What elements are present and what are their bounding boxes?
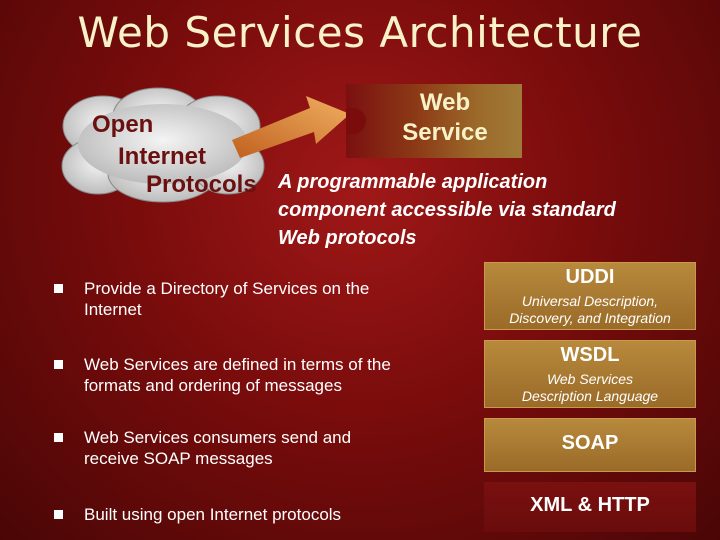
stack-sublabel: Description Language <box>521 388 659 404</box>
bullet-line: Web Services consumers send and <box>84 428 352 447</box>
cloud-label-internet: Internet <box>118 143 207 170</box>
cloud-shape <box>61 87 265 203</box>
definition-line2: component accessible via standard <box>278 199 616 221</box>
bullet-line: receive SOAP messages <box>84 449 273 468</box>
cloud-label-protocols: Protocols <box>146 171 257 198</box>
arrow-icon <box>232 96 350 158</box>
bullet-item: Web Services consumers send and receive … <box>54 427 454 471</box>
stack-sublabel: Universal Description, <box>521 293 659 309</box>
slide-title: Web Services Architecture <box>77 8 643 57</box>
definition-text: A programmable application component acc… <box>278 168 708 252</box>
bullet-line: Web Services are defined in terms of the <box>84 355 391 374</box>
web-service-box <box>346 84 522 158</box>
web-service-line2: Service <box>402 119 488 146</box>
stack-sublabel: Web Services <box>546 371 634 387</box>
bullet-square-icon <box>54 510 63 519</box>
bullet-line: Internet <box>84 300 142 319</box>
stack-box-wsdl: WSDL Web Services Description Language <box>484 340 696 408</box>
web-service-connector <box>346 108 366 134</box>
bullet-square-icon <box>54 433 63 442</box>
stack-box-soap: SOAP <box>484 418 696 472</box>
bullet-square-icon <box>54 284 63 293</box>
definition-line1: A programmable application <box>278 171 548 193</box>
stack-sublabel: Discovery, and Integration <box>509 310 671 326</box>
bullet-line: formats and ordering of messages <box>84 376 342 395</box>
stack-label: WSDL <box>560 344 620 366</box>
bullet-item: Built using open Internet protocols <box>54 504 454 528</box>
web-service-line1: Web <box>419 89 471 116</box>
bullet-item: Web Services are defined in terms of the… <box>54 354 454 398</box>
bullet-item: Provide a Directory of Services on the I… <box>54 278 454 322</box>
bullet-line: Built using open Internet protocols <box>84 505 342 524</box>
web-service-label: Web Service <box>380 88 510 148</box>
cloud-label-open: Open <box>92 111 154 138</box>
stack-box-uddi: UDDI Universal Description, Discovery, a… <box>484 262 696 330</box>
bullet-square-icon <box>54 360 63 369</box>
stack-label: UDDI <box>565 266 615 288</box>
definition-line3: Web protocols <box>278 227 417 249</box>
stack-label: SOAP <box>561 432 619 454</box>
bullet-line: Provide a Directory of Services on the <box>84 279 370 298</box>
stack-label: XML & HTTP <box>530 494 650 516</box>
stack-box-xml-http: XML & HTTP <box>484 482 696 532</box>
